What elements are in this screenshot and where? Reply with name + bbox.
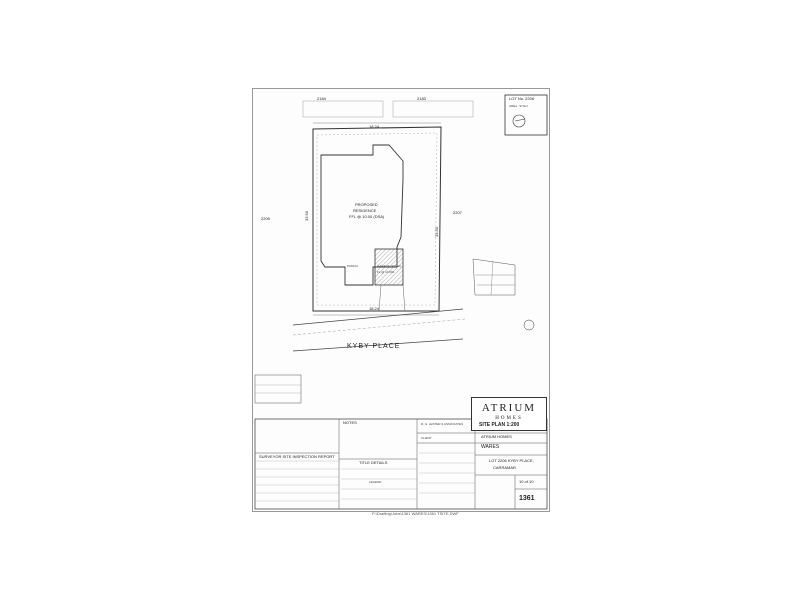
site-plan-drawing (254, 94, 548, 510)
address-line-1: LOT 2206 KYBY PLACE, (489, 458, 534, 463)
north-arrow-icon (512, 114, 526, 128)
surveyor-name: R. G. LESTER & ASSOCIATES (421, 422, 463, 426)
lot-number-box (504, 94, 548, 136)
neighbor-lot-right: 2207 (453, 210, 462, 215)
location-map (472, 258, 516, 296)
house-label-proposed: PROPOSED (355, 202, 378, 207)
address-line-2: CARRAMAR (493, 465, 516, 470)
atrium-homes-logo: ATRIUM HOMES (471, 397, 547, 431)
legend-heading: LEGEND (369, 480, 382, 484)
location-north-icon (523, 319, 535, 331)
survey-report-title: SURVEYOR SITE INSPECTION REPORT (259, 454, 335, 459)
porch-label: PORCH (347, 264, 358, 268)
street-name: KYBY PLACE (347, 343, 401, 350)
dimension-left: 33.50 (304, 210, 309, 221)
title-details-heading: TITLE DETAILS (359, 460, 388, 465)
dimension-bottom: 18.24 (369, 306, 380, 311)
house-label-residence: RESIDENCE (353, 208, 377, 213)
garage-label: GARAGE (ROAD) (377, 264, 402, 268)
plan-title: SITE PLAN 1:200 (479, 422, 520, 428)
dimension-right: 33.50 (434, 226, 439, 237)
job-number: 1361 (519, 495, 535, 502)
neighbor-lot-top-left: 2184 (317, 96, 326, 101)
client-name: WARES (481, 444, 500, 450)
dimension-top: 18.24 (369, 124, 380, 129)
builder-name: ATRIUM HOMES (481, 434, 512, 439)
file-path-footer: P:\Drafting\Jobs\1361 WARES\1361 TSITE.D… (372, 511, 459, 516)
title-block (254, 418, 548, 510)
house-ffl: FFL @ 10.00 (DSA) (349, 214, 385, 219)
notes-title: NOTES (343, 420, 357, 425)
neighbor-lot-top-right: 2183 (417, 96, 426, 101)
lot-area: AREA : 974m² (509, 104, 529, 108)
client-label: CLIENT (421, 436, 432, 440)
site-plan-sheet: LOT No. 2206 AREA : 974m² 2184 2183 2205… (252, 88, 550, 512)
garage-ffl: FL @ 10.094 (377, 270, 395, 274)
garage-outline (374, 248, 404, 286)
lot-number: LOT No. 2206 (509, 96, 535, 101)
sheet-number: 10 of 10 (519, 479, 534, 484)
neighbor-lot-left: 2205 (261, 216, 270, 221)
